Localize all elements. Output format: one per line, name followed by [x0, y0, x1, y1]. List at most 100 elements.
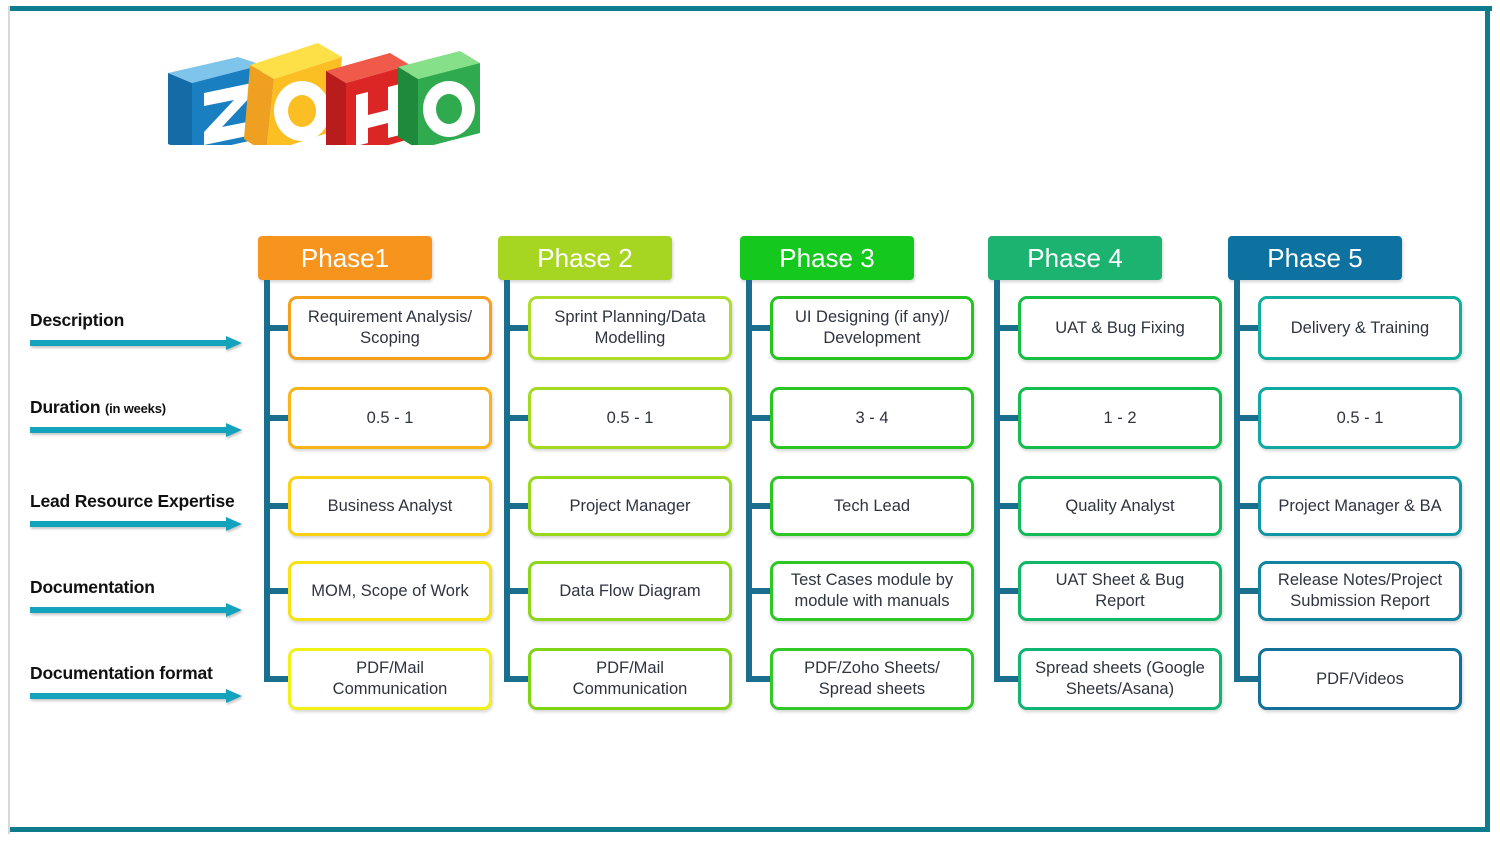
row-labels-column: Description Duration (in weeks) Lead Res… — [0, 0, 260, 844]
phase-header-4[interactable]: Phase 4 — [988, 236, 1162, 280]
phase-connector-trunk — [746, 280, 752, 679]
phase-node-label: Test Cases module by module with manuals — [790, 571, 954, 610]
phase-node[interactable]: 1 - 2 — [1018, 387, 1222, 449]
row-label-arrow-icon — [30, 423, 248, 437]
phase-connector-stub — [994, 503, 1024, 509]
phase-node-label: PDF/Videos — [1316, 669, 1404, 688]
phase-node[interactable]: UI Designing (if any)/ Development — [770, 296, 974, 360]
phase-connector-stub — [1234, 676, 1264, 682]
phase-node[interactable]: Requirement Analysis/ Scoping — [288, 296, 492, 360]
phase-node[interactable]: UAT & Bug Fixing — [1018, 296, 1222, 360]
phase-connector-trunk — [264, 280, 270, 679]
phase-node[interactable]: Quality Analyst — [1018, 476, 1222, 536]
phase-connector-stub — [994, 676, 1024, 682]
zoho-logo-cube-o1 — [244, 43, 342, 145]
phase-node[interactable]: PDF/Zoho Sheets/ Spread sheets — [770, 648, 974, 710]
phase-node-label: Spread sheets (Google Sheets/Asana) — [1035, 659, 1205, 698]
row-label-text: Description — [30, 310, 125, 330]
phase-connector-stub — [264, 325, 294, 331]
row-label-text: Lead Resource Expertise — [30, 491, 235, 511]
phase-node-label: 1 - 2 — [1103, 408, 1137, 427]
phase-node-label: 0.5 - 1 — [1336, 408, 1384, 427]
phase-node-label: 0.5 - 1 — [366, 408, 414, 427]
phase-connector-stub — [264, 503, 294, 509]
phase-header-2[interactable]: Phase 2 — [498, 236, 672, 280]
phase-node[interactable]: PDF/Mail Communication — [528, 648, 732, 710]
row-label-arrow-icon — [30, 336, 248, 350]
row-label-duration: Duration (in weeks) — [30, 397, 256, 437]
phase-node[interactable]: PDF/Videos — [1258, 648, 1462, 710]
phase-connector-stub — [746, 415, 776, 421]
phase-connector-stub — [994, 325, 1024, 331]
phase-node-label: 0.5 - 1 — [606, 408, 654, 427]
phase-node[interactable]: Sprint Planning/Data Modelling — [528, 296, 732, 360]
phase-node[interactable]: UAT Sheet & Bug Report — [1018, 561, 1222, 621]
row-label-documentation: Documentation — [30, 577, 256, 617]
phase-connector-stub — [1234, 325, 1264, 331]
row-label-description: Description — [30, 310, 256, 350]
phase-connector-trunk — [994, 280, 1000, 679]
phase-connector-stub — [746, 503, 776, 509]
phase-node-label: Tech Lead — [833, 496, 911, 515]
frame-border-top — [10, 6, 1492, 11]
phase-node[interactable]: Project Manager & BA — [1258, 476, 1462, 536]
phase-connector-stub — [264, 676, 294, 682]
row-label-documentation-format: Documentation format — [30, 663, 256, 703]
phase-node[interactable]: Spread sheets (Google Sheets/Asana) — [1018, 648, 1222, 710]
phase-node-label: Data Flow Diagram — [559, 581, 701, 600]
phase-node-label: Delivery & Training — [1290, 318, 1430, 337]
phase-node[interactable]: Business Analyst — [288, 476, 492, 536]
phase-connector-stub — [504, 676, 534, 682]
phase-node-label: Sprint Planning/Data Modelling — [554, 308, 706, 347]
row-label-text: Duration (in weeks) — [30, 397, 166, 417]
phase-node-label: UAT & Bug Fixing — [1055, 318, 1185, 337]
phase-node-label: Quality Analyst — [1065, 496, 1175, 515]
phase-connector-stub — [504, 588, 534, 594]
phase-node[interactable]: Test Cases module by module with manuals — [770, 561, 974, 621]
row-label-arrow-icon — [30, 603, 248, 617]
phase-node-label: Requirement Analysis/ Scoping — [307, 308, 473, 347]
phase-node[interactable]: PDF/Mail Communication — [288, 648, 492, 710]
phase-connector-trunk — [504, 280, 510, 679]
phase-node-label: UAT Sheet & Bug Report — [1055, 571, 1185, 610]
phase-node-label: Business Analyst — [327, 496, 453, 515]
phase-node[interactable]: Tech Lead — [770, 476, 974, 536]
phase-node[interactable]: Delivery & Training — [1258, 296, 1462, 360]
zoho-logo-cube-h — [326, 53, 410, 145]
phase-node[interactable]: 0.5 - 1 — [528, 387, 732, 449]
phase-node-label: PDF/Mail Communication — [572, 659, 688, 698]
phase-header-3[interactable]: Phase 3 — [740, 236, 914, 280]
phase-connector-stub — [746, 325, 776, 331]
phase-header-5[interactable]: Phase 5 — [1228, 236, 1402, 280]
phase-node[interactable]: Data Flow Diagram — [528, 561, 732, 621]
phase-node-label: PDF/Zoho Sheets/ Spread sheets — [804, 659, 940, 698]
row-label-arrow-icon — [30, 689, 248, 703]
phase-node[interactable]: 0.5 - 1 — [1258, 387, 1462, 449]
phase-connector-stub — [1234, 588, 1264, 594]
phase-node[interactable]: 3 - 4 — [770, 387, 974, 449]
phase-connector-stub — [1234, 415, 1264, 421]
zoho-logo — [160, 35, 482, 145]
phase-node-label: Release Notes/Project Submission Report — [1277, 571, 1443, 610]
phase-node[interactable]: Release Notes/Project Submission Report — [1258, 561, 1462, 621]
phase-node-label: Project Manager & BA — [1278, 496, 1442, 515]
row-label-arrow-icon — [30, 517, 248, 531]
phase-connector-stub — [504, 503, 534, 509]
phase-node-label: Project Manager — [569, 496, 691, 515]
phase-header-1[interactable]: Phase1 — [258, 236, 432, 280]
frame-border-right — [1485, 6, 1490, 832]
phase-node-label: 3 - 4 — [855, 408, 889, 427]
phase-connector-stub — [746, 676, 776, 682]
phase-connector-stub — [504, 325, 534, 331]
phase-node[interactable]: Project Manager — [528, 476, 732, 536]
phase-connector-stub — [746, 588, 776, 594]
frame-border-left — [8, 6, 10, 834]
phase-connector-stub — [504, 415, 534, 421]
phase-node-label: UI Designing (if any)/ Development — [794, 308, 950, 347]
phase-connector-stub — [994, 415, 1024, 421]
row-label-lead-resource-expertise: Lead Resource Expertise — [30, 491, 256, 531]
phase-node[interactable]: 0.5 - 1 — [288, 387, 492, 449]
phase-node[interactable]: MOM, Scope of Work — [288, 561, 492, 621]
